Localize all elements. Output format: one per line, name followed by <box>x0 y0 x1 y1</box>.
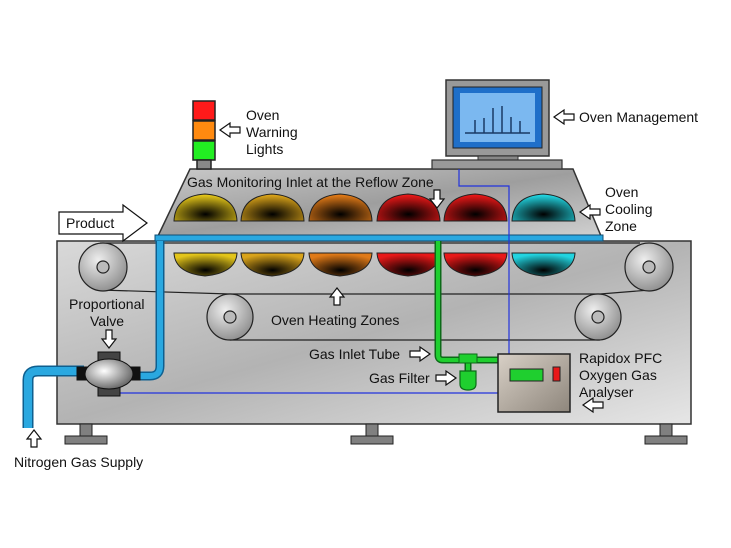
label-oven-warning-lights-2: Warning <box>246 124 298 140</box>
upper-heating-zones <box>173 193 576 222</box>
label-oven-warning-lights-1: Oven <box>246 107 279 123</box>
label-oven-heating-zones: Oven Heating Zones <box>271 312 399 328</box>
oven-feet <box>64 423 688 445</box>
label-gas-filter: Gas Filter <box>369 370 430 386</box>
label-analyser-2: Oxygen Gas <box>579 367 657 383</box>
arrow-gas-inlet-tube <box>409 345 432 363</box>
rollers <box>78 242 674 341</box>
label-oven-cooling-zone-1: Oven <box>605 184 638 200</box>
label-oven-cooling-zone-3: Zone <box>605 218 637 234</box>
signal-lines <box>120 169 510 394</box>
label-product: Product <box>66 215 114 231</box>
arrow-analyser <box>581 396 604 414</box>
arrow-gas-filter <box>435 369 458 387</box>
label-proportional-valve-1: Proportional <box>69 296 145 312</box>
arrow-warning-lights <box>218 121 241 139</box>
proportional-valve <box>76 351 141 397</box>
gas-filter <box>458 353 478 391</box>
arrow-heating-zones <box>328 287 346 306</box>
product-arrow <box>58 203 148 243</box>
conveyor-belt <box>99 242 651 341</box>
oxygen-gas-analyser <box>497 353 571 413</box>
warning-light-red <box>192 100 216 121</box>
label-analyser-1: Rapidox PFC <box>579 350 662 366</box>
gas-inlet-tube <box>434 241 498 371</box>
label-proportional-valve-2: Valve <box>90 313 124 329</box>
label-oven-warning-lights-3: Lights <box>246 141 283 157</box>
arrow-oven-management <box>552 108 575 126</box>
arrow-proportional-valve <box>100 329 118 349</box>
arrow-nitrogen-supply <box>25 429 43 448</box>
label-analyser-3: Analyser <box>579 384 634 400</box>
arrow-cooling-zone <box>578 203 601 221</box>
blue-conveyor-rail <box>154 234 604 242</box>
label-gas-inlet-tube: Gas Inlet Tube <box>309 346 400 362</box>
warning-light-tower <box>192 100 216 170</box>
label-gas-monitoring-inlet: Gas Monitoring Inlet at the Reflow Zone <box>187 174 434 190</box>
oven-management-computer <box>431 79 563 170</box>
label-oven-management: Oven Management <box>579 109 698 125</box>
nitrogen-supply-tube <box>22 241 165 428</box>
warning-light-orange <box>192 120 216 141</box>
arrows <box>25 108 604 448</box>
label-oven-cooling-zone-2: Cooling <box>605 201 652 217</box>
warning-light-green <box>192 140 216 161</box>
lower-heating-zones <box>173 252 576 277</box>
label-nitrogen-gas-supply: Nitrogen Gas Supply <box>14 454 143 470</box>
arrow-gas-monitoring <box>428 189 446 209</box>
